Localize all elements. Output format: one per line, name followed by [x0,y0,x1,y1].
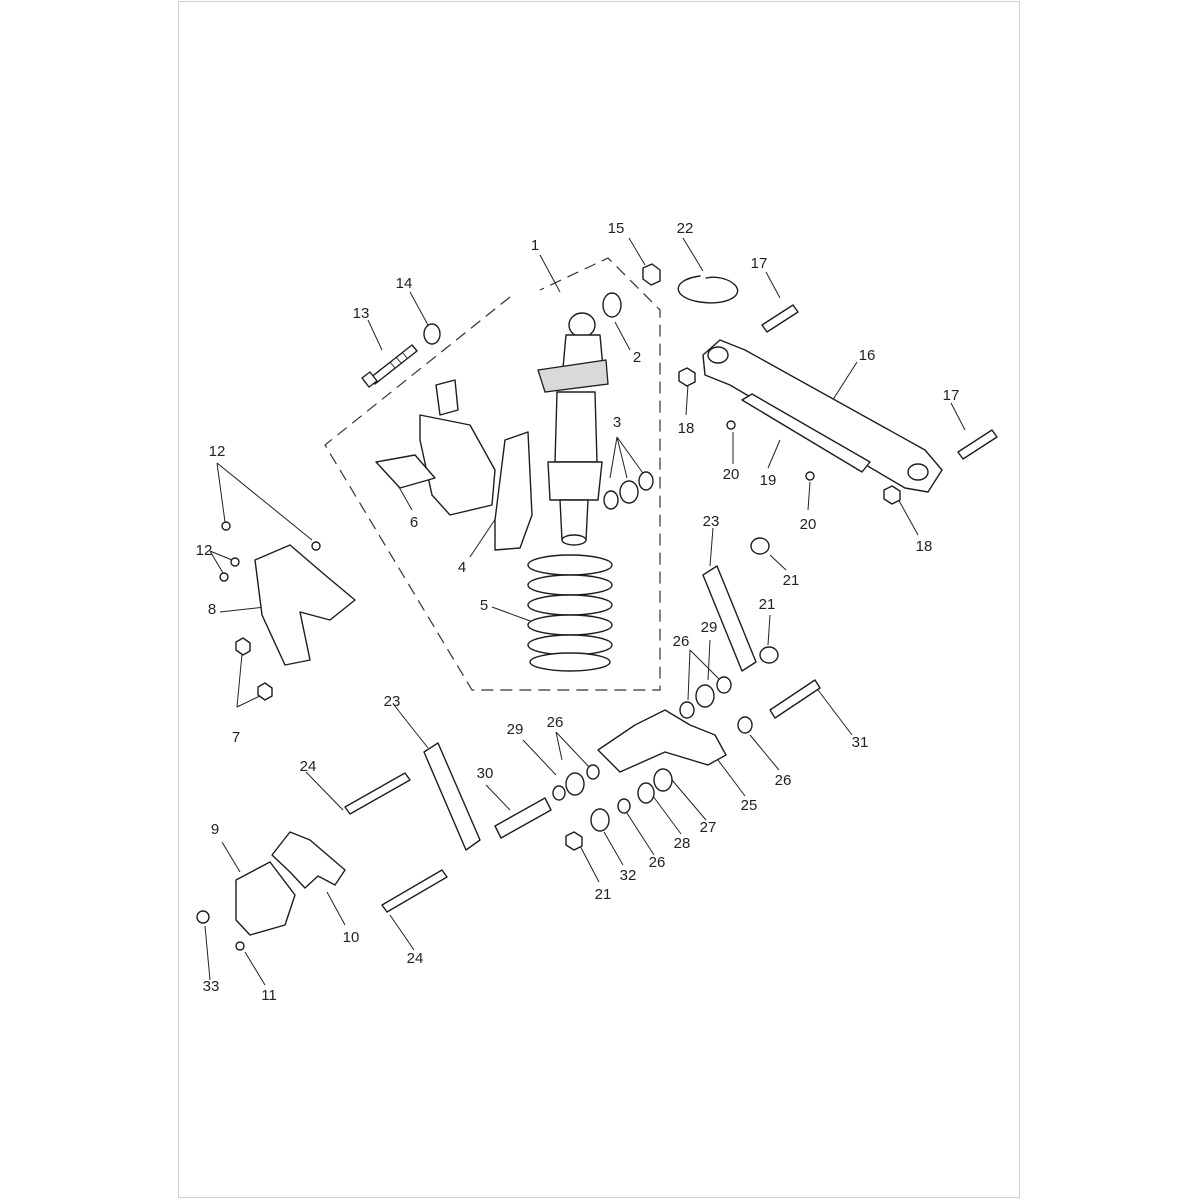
callout-label: 3 [613,414,621,431]
callout-label: 9 [211,821,219,838]
link-plate-16 [702,339,943,493]
callout-label: 7 [232,729,240,746]
callout-numbers: 1234567891011121213141516171718181920202… [196,220,960,1004]
bracket-8 [254,544,356,666]
screw-11 [235,941,245,951]
callout-label: 2 [633,349,641,366]
screw-12-a [221,521,231,531]
shock-assembly-boundary [324,257,661,691]
callout-label: 31 [852,734,869,751]
callout-label: 10 [343,929,360,946]
callout-label: 26 [649,854,666,871]
bolt-24-lower [381,869,448,913]
washer-26-lower [617,798,631,814]
screw-20-b [805,471,815,481]
bolt-17-right [957,429,998,460]
callout-label: 11 [261,987,277,1004]
screw-12-c [230,557,240,567]
callout-label: 21 [783,572,800,589]
callout-label: 24 [407,950,424,967]
callout-label: 24 [300,758,317,775]
spacer-14 [423,323,441,345]
callout-label: 14 [396,275,413,292]
callout-label: 5 [480,597,488,614]
nut-18-top [678,367,696,387]
sleeve-30 [494,797,552,839]
clip-ring-22 [677,275,739,304]
bar-19 [741,393,871,473]
callout-label: 25 [741,797,758,814]
callout-label: 29 [507,721,524,738]
callout-label: 29 [701,619,718,636]
washers-3 [603,471,654,510]
cover-9 [235,861,296,936]
bush-set-upper [679,676,732,719]
callout-label: 1 [531,237,539,254]
callout-label: 20 [800,516,817,533]
callout-label: 12 [209,443,226,460]
callout-label: 26 [673,633,690,650]
callout-label: 18 [678,420,695,437]
callout-label: 6 [410,514,418,531]
washer-26-right [737,716,753,734]
callout-label: 13 [353,305,370,322]
callout-label: 28 [674,835,691,852]
bush-32 [590,808,610,832]
nut-18-right [883,485,901,505]
screw-12-d [219,572,229,582]
bolt-17-top [761,304,799,333]
callout-label: 20 [723,466,740,483]
callout-label: 21 [759,596,776,613]
nut-7-b [257,682,273,701]
nut-21-c [565,831,583,851]
callout-label: 17 [943,387,960,404]
screw-20-a [726,420,736,430]
bolt-24-upper [344,772,411,815]
screw-12-b [311,541,321,551]
callout-label: 17 [751,255,768,272]
spring-5 [527,554,613,672]
bush-2 [602,292,622,318]
bolt-13 [361,344,418,388]
bush-28 [637,782,655,804]
callout-label: 19 [760,472,777,489]
reservoir-6 [375,379,496,516]
nut-21-b [759,646,779,664]
rocker-25 [597,709,727,773]
callout-label: 32 [620,867,637,884]
bolt-31 [769,679,821,719]
nut-7-a [235,637,251,656]
callout-label: 15 [608,220,625,237]
callout-label: 16 [859,347,876,364]
callout-label: 27 [700,819,717,836]
nut-21-a [750,537,770,555]
bush-27 [653,768,673,792]
bracket-4 [494,431,533,551]
callout-label: 26 [775,772,792,789]
callout-label: 23 [384,693,401,710]
callout-label: 26 [547,714,564,731]
callout-label: 21 [595,886,612,903]
link-23-upper [702,565,757,672]
nut-15 [642,263,661,286]
callout-label: 8 [208,601,216,618]
callout-label: 12 [196,542,213,559]
callout-label: 33 [203,978,220,995]
callout-label: 18 [916,538,933,555]
callout-label: 22 [677,220,694,237]
callout-label: 23 [703,513,720,530]
bracket-10 [271,831,346,889]
bush-set-lower [552,764,600,801]
link-23-lower [423,742,481,851]
plug-33 [196,910,210,924]
callout-label: 4 [458,559,466,576]
shock-absorber [537,312,609,546]
callout-label: 30 [477,765,494,782]
